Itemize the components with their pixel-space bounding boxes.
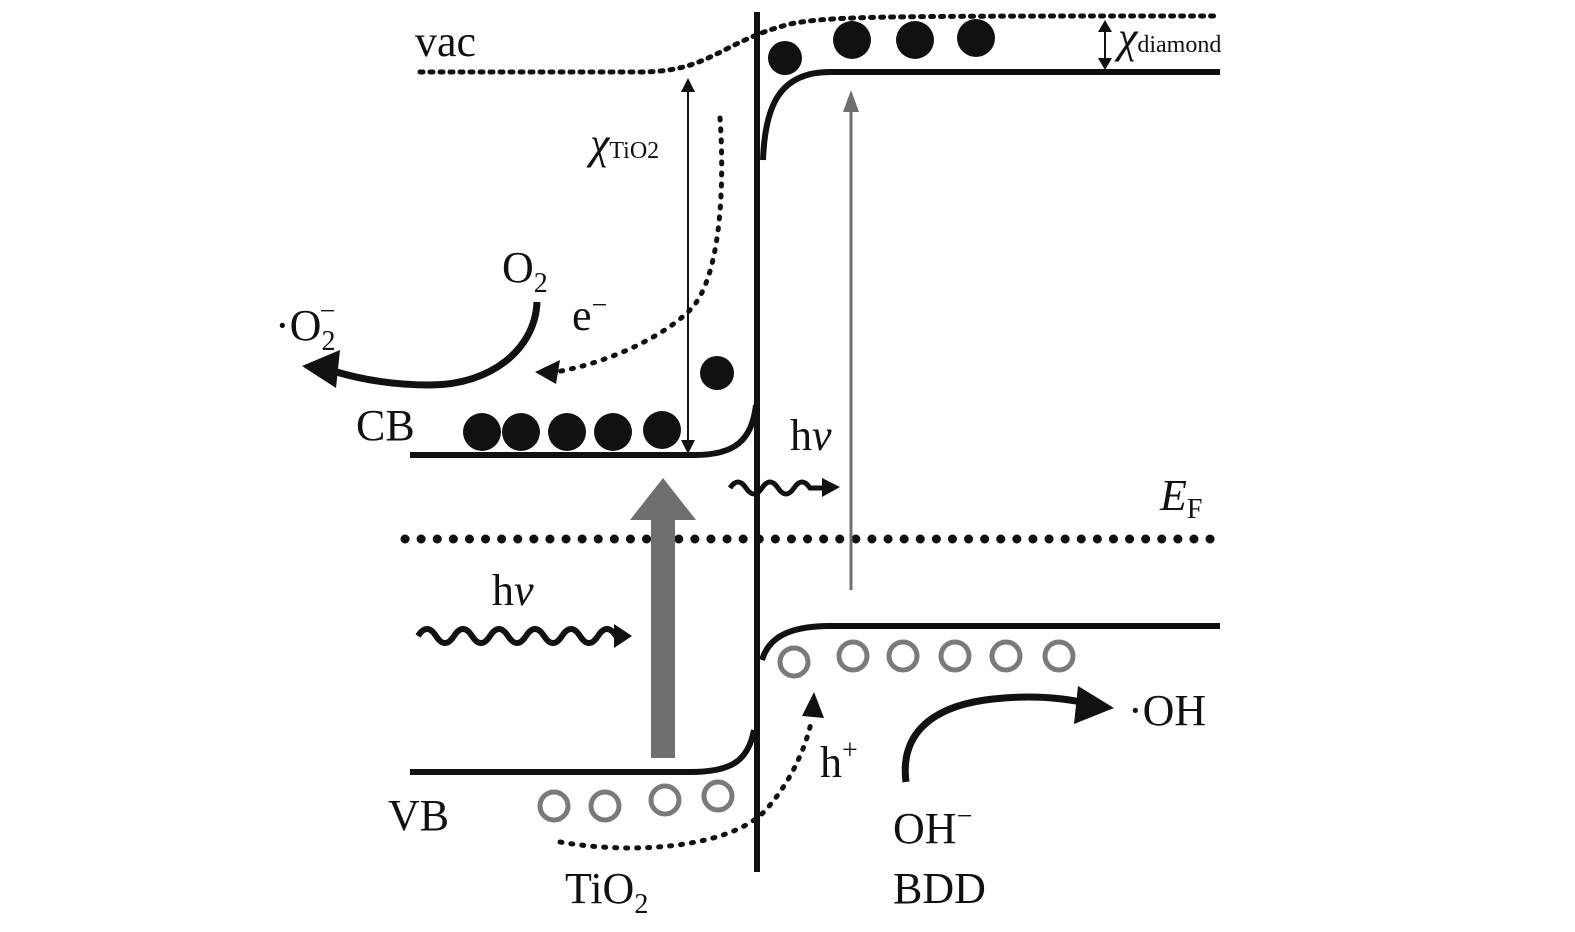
tio2-photoexcitation-arrow — [651, 512, 675, 758]
tio2-holes — [537, 779, 735, 823]
electron-transfer-path — [552, 115, 725, 375]
tio2-label: TiO2 — [565, 864, 648, 920]
tio2-conduction-band — [410, 404, 759, 458]
bdd-label: BDD — [893, 864, 986, 913]
chi-tio2-label: χTiO2 — [586, 119, 659, 168]
bdd-electrons — [768, 19, 995, 75]
hydroxide-label: OH− — [893, 801, 972, 853]
vacuum-level — [417, 13, 1223, 75]
tio2-cb-electrons — [463, 411, 681, 451]
electron-transfer-arrowhead — [535, 360, 560, 384]
photon-label-lower: hν — [492, 566, 534, 615]
cb-label: CB — [356, 401, 415, 450]
bdd-conduction-band — [760, 69, 1220, 161]
superoxide-label: ·O2− — [275, 296, 335, 357]
tio2-valence-band — [410, 729, 757, 775]
hole-transfer-arrowhead — [802, 692, 824, 718]
hydroxyl-formation-arrow — [901, 693, 1091, 783]
electron-label: e− — [572, 290, 607, 340]
photon-wave-small — [727, 479, 830, 497]
vb-label: VB — [388, 791, 449, 840]
hole-label: h+ — [820, 735, 858, 787]
photon-wave-large — [415, 626, 619, 646]
oxygen-label: O2 — [502, 243, 548, 299]
fermi-label: EF — [1159, 471, 1202, 525]
interface-electron — [700, 356, 734, 390]
bdd-valence-band — [759, 623, 1220, 661]
chi-diamond-label: χdiamond — [1114, 13, 1221, 62]
bdd-holes — [777, 639, 1076, 679]
vacuum-label: vac — [415, 17, 476, 66]
photon-label-upper: hν — [790, 411, 832, 460]
hydroxyl-radical-label: ·OH — [1128, 686, 1206, 735]
superoxide-formation-arrow — [328, 301, 541, 389]
hole-transfer-path — [557, 715, 815, 851]
